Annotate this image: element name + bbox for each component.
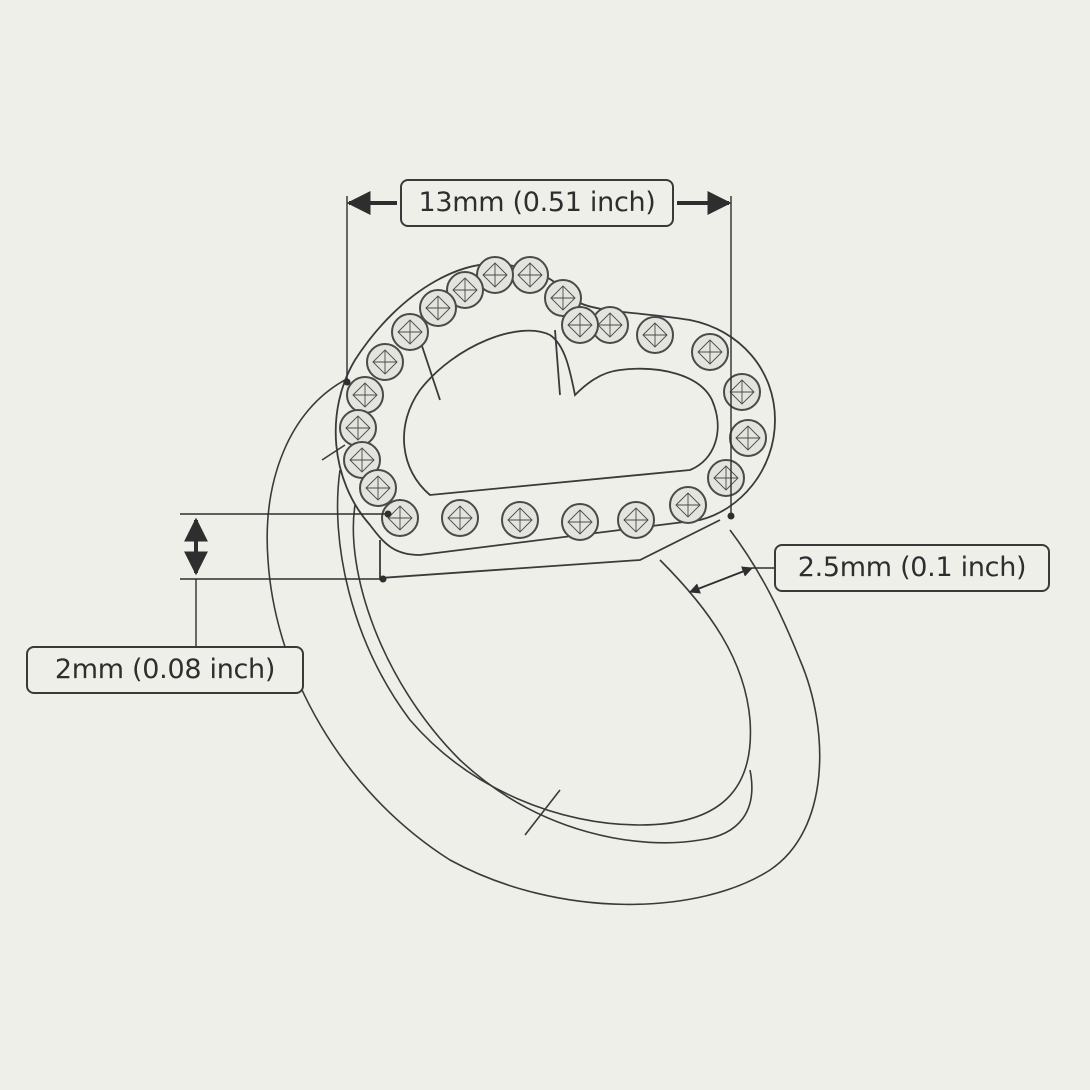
stone-facet [567,312,593,338]
stone-facet [372,349,398,375]
height-dimension [180,513,388,646]
reference-dots [343,378,735,583]
band-arrow [688,566,754,594]
heart-inner-opening [403,329,719,496]
band-seam [524,789,561,836]
heart-base-plate [379,519,721,579]
stone-facet [447,505,473,531]
stone-facet [713,465,739,491]
stone-facet [729,379,755,405]
ref-dot-left [343,378,351,386]
band-mid-edge [352,504,753,844]
stone-facet [550,285,576,311]
stone-facet [425,295,451,321]
ref-dot-top [384,510,392,518]
stone-facet [507,507,533,533]
stone-facet [482,262,508,288]
stone-facet [642,322,668,348]
stone-facet [517,262,543,288]
stone-facet [349,447,375,473]
stone-facet [352,382,378,408]
stone-facet [452,277,478,303]
band-width-label: 2.5mm (0.1 inch) [774,544,1050,592]
band-outer-edge [266,379,821,906]
band-shoulder [321,444,346,461]
heart-gallery-edge [419,329,561,401]
pave-stones [339,256,767,541]
setting-width-label: 13mm (0.51 inch) [400,179,674,227]
stone-facet [365,475,391,501]
stone-facet [675,492,701,518]
setting-height-label: 2mm (0.08 inch) [26,646,304,694]
band-dimension [688,566,774,594]
stone-facet [623,507,649,533]
stone-facet [597,312,623,338]
ref-dot-bottom [379,575,387,583]
stone-facet [345,415,371,441]
ring-band [266,379,821,906]
band-inner-edge [336,469,752,826]
stone-facet [567,509,593,535]
stone-facet [697,339,723,365]
width-dimension [346,191,732,518]
stone-facet [397,319,423,345]
stone-facet [387,505,413,531]
ref-dot-right [727,512,735,520]
stone-facet [735,425,761,451]
